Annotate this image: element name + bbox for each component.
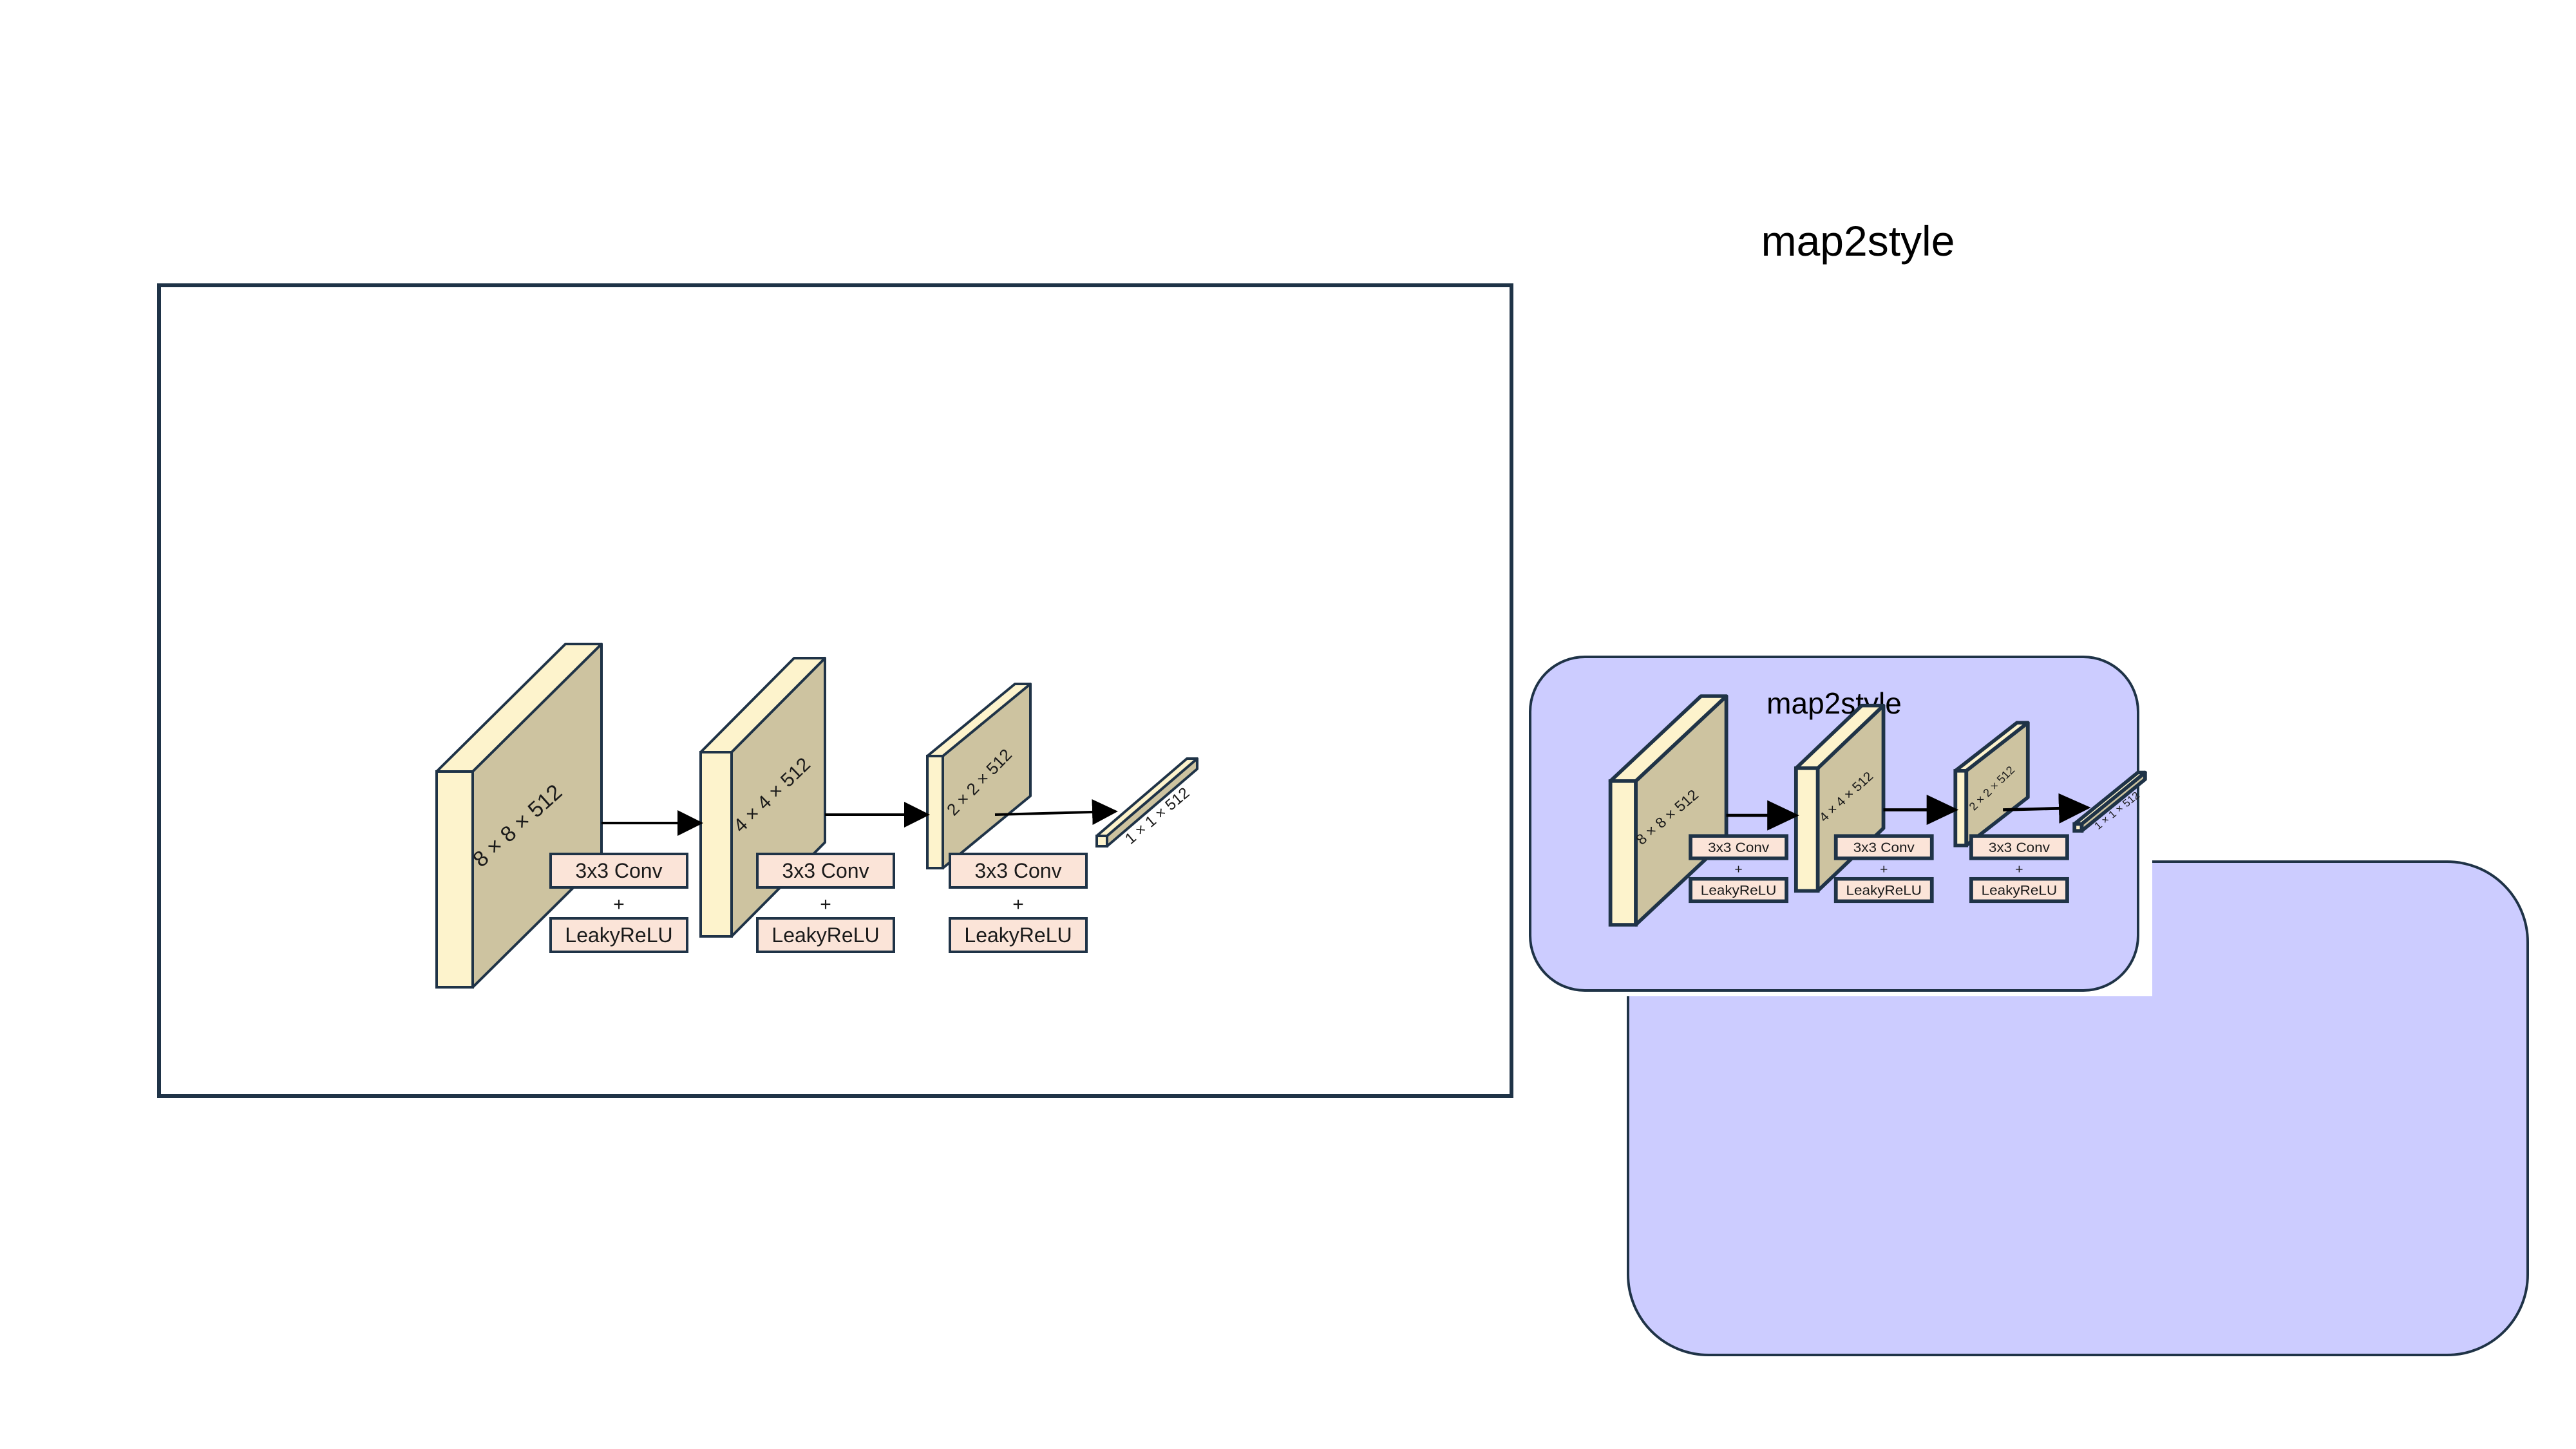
main-activation-box-2	[756, 917, 895, 953]
main-diagram-frame	[157, 283, 1513, 1098]
main-activation-box-3	[949, 917, 1088, 953]
main-activation-label-1: LeakyReLU	[565, 923, 672, 947]
main-activation-label-2: LeakyReLU	[772, 923, 879, 947]
main-plus-sign-2: +	[820, 894, 831, 915]
main-activation-box-1	[549, 917, 688, 953]
inset-conv-label-2: 3x3 Conv	[1853, 839, 1915, 855]
inset-plus-sign-2: +	[1880, 862, 1888, 876]
inset-conv-box-1	[1689, 834, 1788, 860]
inset-flow-arrow-3	[2003, 793, 2091, 824]
main-op-group-2: 3x3 Conv + LeakyReLU	[756, 853, 895, 953]
main-feature-map-block-2	[699, 657, 826, 938]
inset-activation-label-1: LeakyReLU	[1701, 882, 1777, 898]
inset-feature-map-block-4	[2072, 770, 2147, 833]
inset-plus-sign-3: +	[2015, 862, 2023, 876]
inset-activation-box-3	[1969, 876, 2069, 904]
inset-plus-sign-1: +	[1734, 862, 1742, 876]
inset-activation-label-3: LeakyReLU	[1982, 882, 2058, 898]
inset-activation-label-2: LeakyReLU	[1846, 882, 1922, 898]
main-op-group-1: 3x3 Conv + LeakyReLU	[549, 853, 688, 953]
main-conv-box-1	[549, 853, 688, 889]
main-conv-box-2	[756, 853, 895, 889]
inset-op-group-1: 3x3 Conv + LeakyReLU	[1689, 834, 1788, 904]
inset-conv-box-3	[1969, 834, 2069, 860]
main-conv-box-3	[949, 853, 1088, 889]
main-activation-label-3: LeakyReLU	[964, 923, 1072, 947]
main-conv-label-2: 3x3 Conv	[782, 859, 869, 882]
main-conv-label-3: 3x3 Conv	[974, 859, 1061, 882]
inset-op-group-2: 3x3 Conv + LeakyReLU	[1833, 834, 1934, 904]
inset-conv-label-1: 3x3 Conv	[1708, 839, 1769, 855]
main-op-group-3: 3x3 Conv + LeakyReLU	[949, 853, 1088, 953]
inset-feature-map-block-3	[1953, 721, 2030, 848]
inset-activation-box-2	[1833, 876, 1934, 904]
inset-activation-box-1	[1689, 876, 1788, 904]
main-flow-arrow-3	[994, 799, 1118, 825]
main-feature-map-block-3	[926, 683, 1032, 869]
main-plus-sign-1: +	[613, 894, 625, 915]
inset-op-group-3: 3x3 Conv + LeakyReLU	[1969, 834, 2069, 904]
main-conv-label-1: 3x3 Conv	[575, 859, 662, 882]
inset-conv-label-3: 3x3 Conv	[1989, 839, 2050, 855]
main-feature-map-block-4	[1095, 757, 1198, 848]
inset-conv-box-2	[1833, 834, 1934, 860]
slide-title: map2style	[1761, 217, 1955, 265]
main-plus-sign-3: +	[1012, 894, 1024, 915]
